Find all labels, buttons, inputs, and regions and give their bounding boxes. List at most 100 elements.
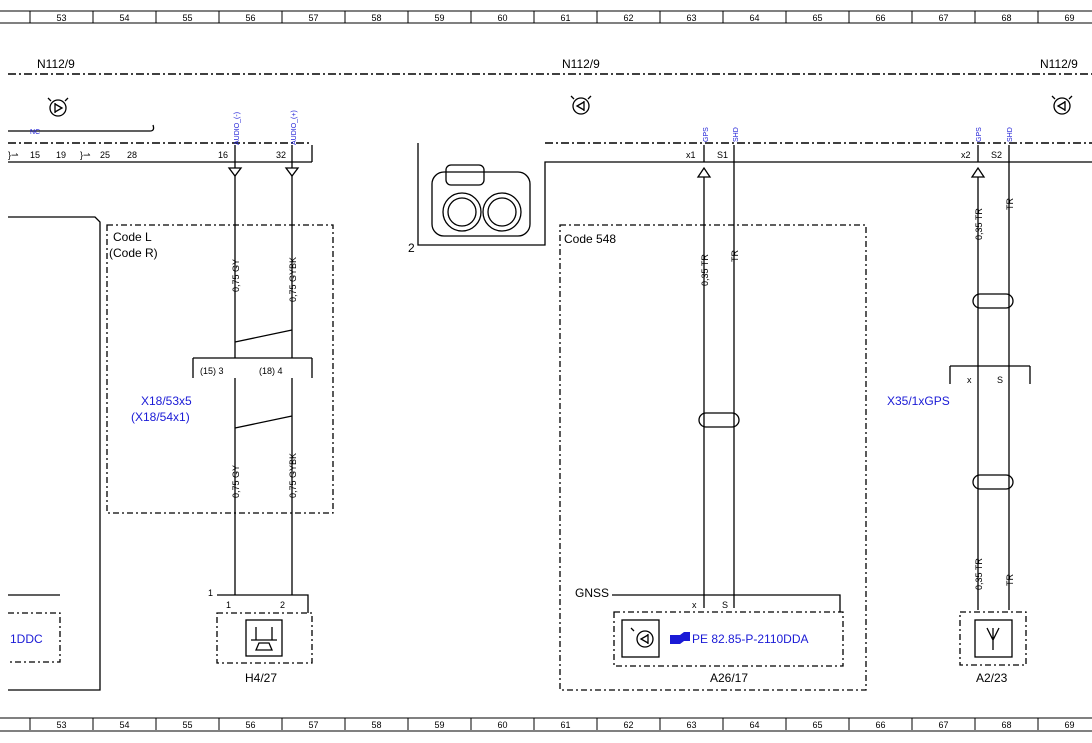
grid-number: 63 (686, 13, 696, 23)
telematics-symbol-icon (621, 619, 660, 658)
x35-connector-label[interactable]: X35/1xGPS (887, 394, 950, 408)
audio-wires (227, 145, 300, 595)
grid-number: 55 (182, 720, 192, 730)
grid-number: 55 (182, 13, 192, 23)
shd-label-1: SHD (733, 127, 740, 142)
gnss-label: GNSS (575, 586, 609, 600)
code-r-label: (Code R) (109, 246, 158, 260)
telematics-symbol-icon (1051, 95, 1073, 115)
h4-component-label[interactable]: H4/27 (245, 671, 277, 685)
wire-label: TR (730, 250, 740, 262)
a2-component-box (959, 611, 1027, 666)
pin-28: 28 (127, 150, 137, 160)
code-l-box (106, 224, 334, 514)
shd-label-2: SHD (1007, 127, 1014, 142)
pin-32: 32 (276, 150, 286, 160)
module-title-left[interactable]: N112/9 (37, 57, 75, 71)
top-grid-strip (0, 10, 1092, 24)
grid-number: 65 (812, 720, 822, 730)
module-title-right[interactable]: N112/9 (1040, 57, 1078, 71)
wire-label: 0,75 GYBK (288, 453, 298, 498)
wire-label: TR (1005, 574, 1015, 586)
grid-number: 60 (497, 13, 507, 23)
h4-component-box (216, 612, 313, 664)
connector-housing-icon (431, 164, 531, 237)
a26-component-label[interactable]: A26/17 (710, 671, 748, 685)
x35-pin-x: x (967, 375, 972, 385)
bottom-grid-strip (0, 717, 1092, 732)
x35-pin-s: S (997, 375, 1003, 385)
grid-number: 59 (434, 720, 444, 730)
grid-number: 54 (119, 720, 129, 730)
grid-number: 61 (560, 13, 570, 23)
grid-number: 69 (1064, 720, 1074, 730)
pin-x1: x1 (686, 150, 696, 160)
grid-number: 57 (308, 720, 318, 730)
telematics-symbol-icon (47, 97, 69, 117)
grid-number: 62 (623, 13, 633, 23)
pin-x2: x2 (961, 150, 971, 160)
wire-label: 0,35 TR (700, 254, 710, 286)
connector-photo-label: 2 (408, 241, 415, 255)
grid-number: 66 (875, 720, 885, 730)
gps-wires (696, 145, 1014, 610)
wire-label: 0,75 GY (231, 465, 241, 498)
x18-pin-18: (18) 4 (259, 366, 283, 376)
gps-label-1: GPS (703, 127, 710, 142)
left-partial-label[interactable]: 1DDC (10, 632, 43, 646)
grid-number: 69 (1064, 13, 1074, 23)
gps-label-2: GPS (976, 127, 983, 142)
wire-label: TR (1005, 198, 1015, 210)
module-title-center[interactable]: N112/9 (562, 57, 600, 71)
antenna-icon (974, 619, 1013, 658)
pin-arrow: }⇀ (8, 150, 19, 160)
x18-connector (192, 357, 313, 378)
pin-s2: S2 (991, 150, 1002, 160)
grid-number: 66 (875, 13, 885, 23)
grid-number: 65 (812, 13, 822, 23)
code-548-box (559, 224, 867, 691)
grid-number: 64 (749, 13, 759, 23)
wire-label: 0,75 GY (231, 259, 241, 292)
code-l-label: Code L (113, 230, 152, 244)
grid-number: 56 (245, 720, 255, 730)
connector-photo-frame (417, 143, 1092, 246)
telematics-symbol-icon (570, 95, 592, 115)
x35-connector (949, 365, 1031, 384)
pin-16: 16 (218, 150, 228, 160)
a26-component-box (613, 611, 844, 667)
pin-19: 19 (56, 150, 66, 160)
left-partial-component (8, 612, 61, 663)
grid-number: 56 (245, 13, 255, 23)
pin-strip-left (8, 145, 313, 163)
pin-25: 25 (100, 150, 110, 160)
grid-number: 54 (119, 13, 129, 23)
a2-component-label[interactable]: A2/23 (976, 671, 1008, 685)
audio-plus-label: AUDIO_(+) (291, 110, 298, 145)
grid-number: 63 (686, 720, 696, 730)
h4-pin-group: 1 (208, 588, 213, 598)
x18-alt-label[interactable]: (X18/54x1) (131, 410, 190, 424)
gnss-bracket (612, 594, 841, 612)
h4-pin-bracket (217, 594, 309, 613)
grid-number: 53 (56, 13, 66, 23)
code-548-label: Code 548 (564, 232, 616, 246)
nc-label: NC (30, 129, 40, 136)
grid-number: 67 (938, 720, 948, 730)
wire-label: 0,35 TR (974, 558, 984, 590)
grid-number: 62 (623, 720, 633, 730)
grid-number: 53 (56, 720, 66, 730)
grid-number: 57 (308, 13, 318, 23)
pin-arrow: }⇀ (80, 150, 91, 160)
pin-s1: S1 (717, 150, 728, 160)
h4-pin-1: 1 (226, 600, 231, 610)
grid-number: 59 (434, 13, 444, 23)
grid-number: 58 (371, 720, 381, 730)
a26-reference-link[interactable]: PE 82.85-P-2110DDA (692, 632, 809, 646)
grid-number: 68 (1001, 720, 1011, 730)
x18-connector-label[interactable]: X18/53x5 (141, 394, 192, 408)
pointing-hand-icon[interactable] (670, 632, 690, 644)
